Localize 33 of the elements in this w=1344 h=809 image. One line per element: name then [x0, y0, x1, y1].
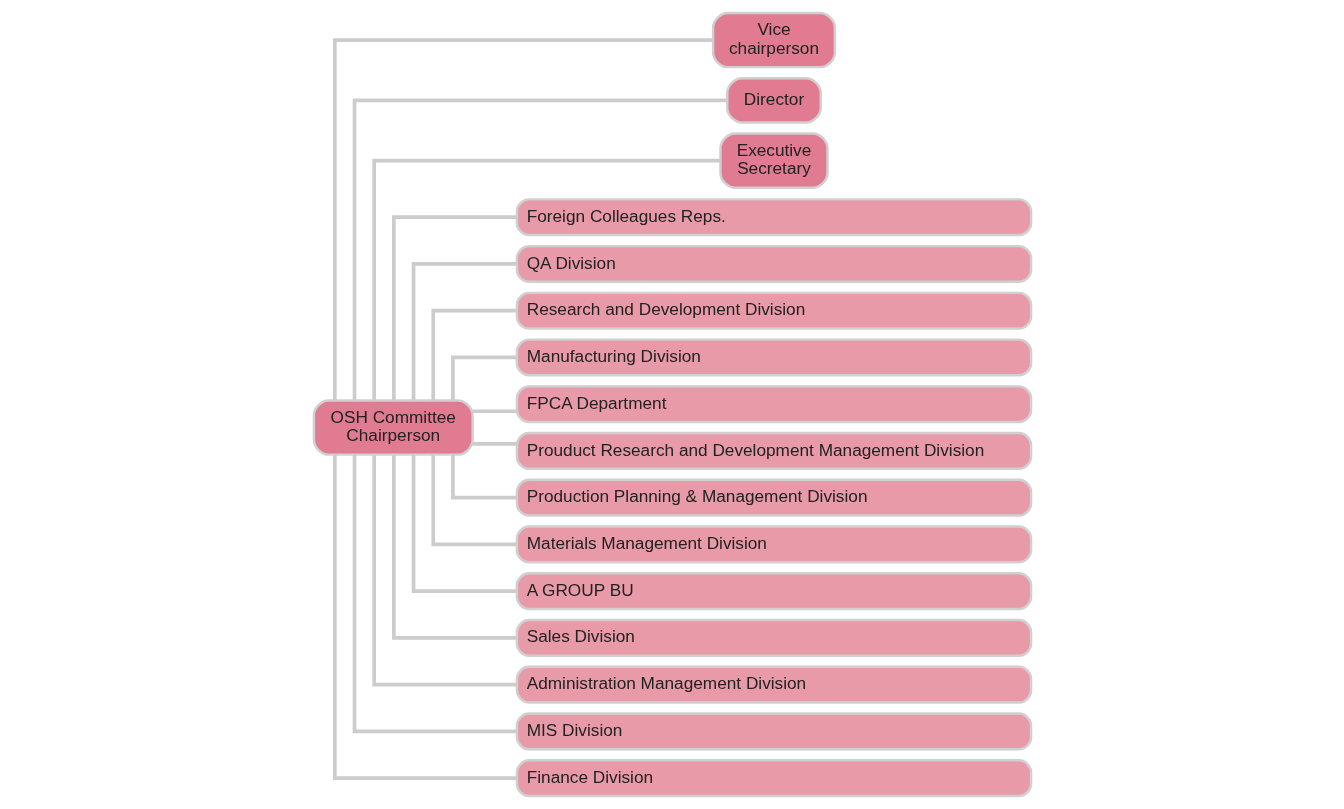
node-box: Director	[725, 76, 822, 124]
node-box: FPCA Department	[515, 385, 1032, 424]
node-box: Finance Division	[515, 759, 1032, 798]
connector	[352, 98, 727, 401]
connector	[352, 455, 517, 734]
connector	[371, 158, 720, 401]
node-box: Production Planning & Management Division	[515, 478, 1032, 517]
connector	[472, 442, 517, 446]
connector	[391, 215, 517, 401]
connector	[371, 455, 517, 687]
connector	[332, 38, 713, 401]
connector	[472, 409, 517, 414]
connector	[411, 454, 517, 593]
node-box: Research and Development Division	[515, 291, 1032, 330]
node-box: Materials Management Division	[515, 525, 1032, 564]
connector	[332, 455, 517, 780]
connector	[430, 308, 517, 401]
connector	[450, 454, 517, 500]
connector	[391, 454, 517, 640]
node-box: Administration Management Division	[515, 665, 1032, 704]
node-box: Manufacturing Division	[515, 338, 1032, 377]
node-box: OSH Committee Chairperson	[312, 399, 474, 456]
node-box: Executive Secretary	[718, 132, 829, 189]
node-box: MIS Division	[515, 712, 1032, 751]
connector	[411, 262, 517, 401]
node-box: A GROUP BU	[515, 572, 1032, 611]
connector	[430, 454, 517, 547]
node-box: Foreign Colleagues Reps.	[515, 198, 1032, 237]
node-box: Sales Division	[515, 618, 1032, 657]
connector	[450, 355, 517, 401]
node-box: Prouduct Research and Development Management Division	[515, 431, 1032, 470]
node-box: Vice chairperson	[711, 11, 836, 69]
node-box: QA Division	[515, 244, 1032, 284]
